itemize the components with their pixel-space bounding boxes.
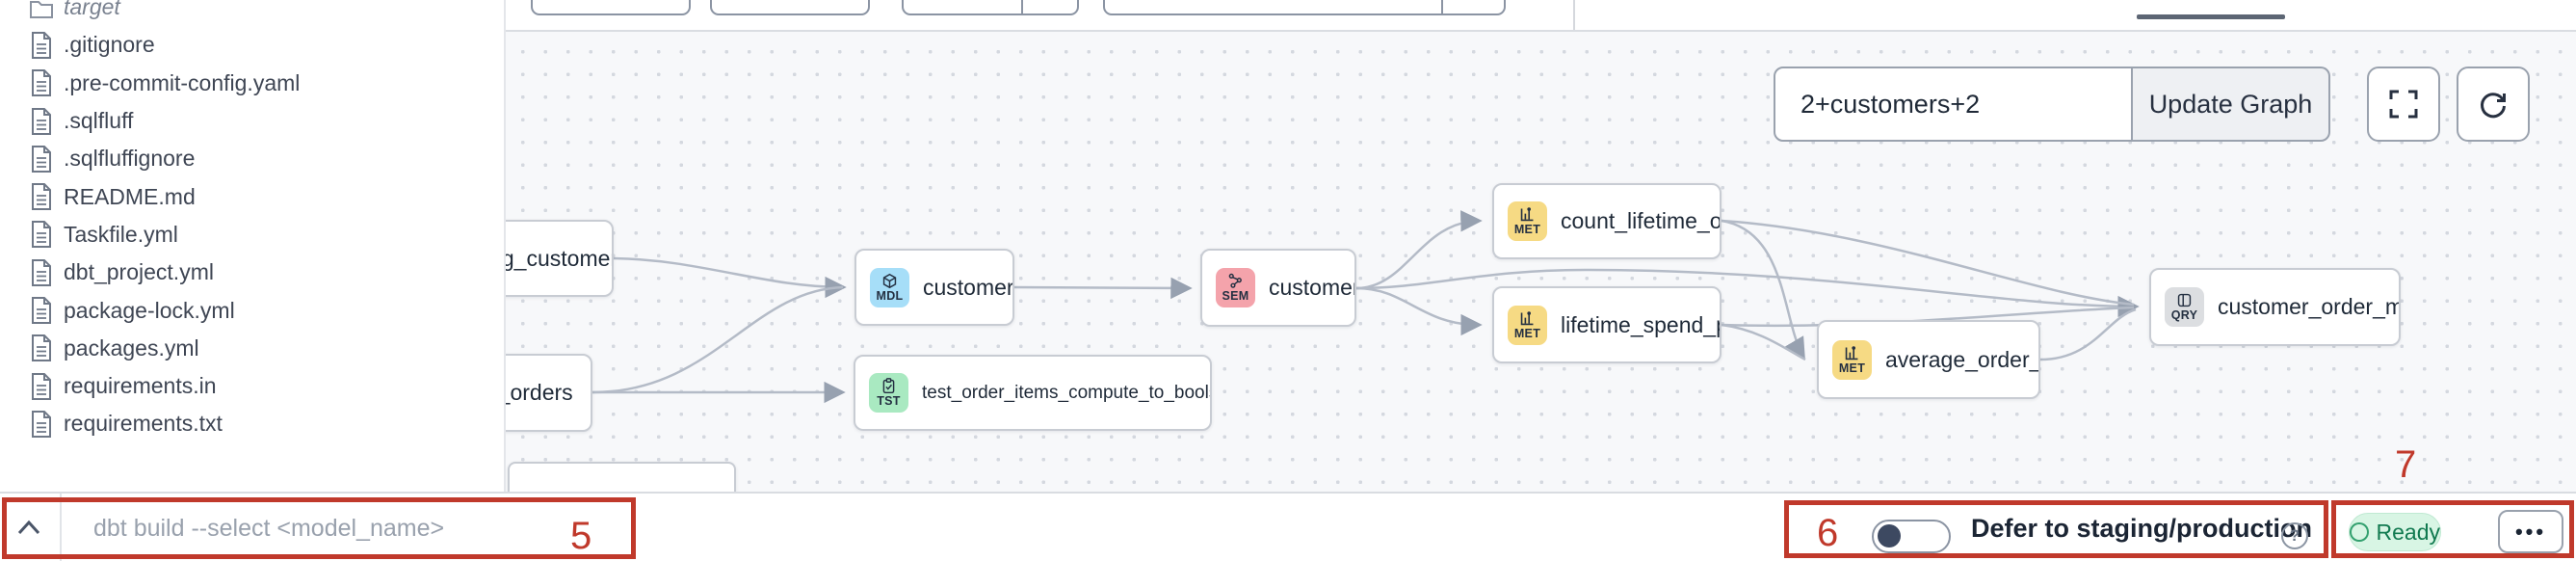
- toolbar-chip[interactable]: [531, 0, 691, 15]
- status-label: Ready: [2376, 519, 2440, 545]
- defer-label: Defer to staging/production: [1971, 513, 2312, 543]
- chip-divider: [1021, 0, 1023, 13]
- folder-item-target[interactable]: target: [0, 0, 504, 26]
- file-explorer-sidebar: target .gitignore .pre-commit-config.yam…: [0, 0, 506, 492]
- clipboard-check-icon: TST: [869, 373, 908, 413]
- defer-toggle[interactable]: [1872, 520, 1951, 553]
- file-icon: [32, 410, 51, 438]
- file-icon: [32, 334, 51, 362]
- bar-chart-icon: MET: [1508, 201, 1547, 241]
- edge-semantic-customer_order_metrics: [1355, 268, 2140, 318]
- edge-average_order_value-customer_order_metrics: [2039, 307, 2137, 361]
- file-icon: [32, 145, 51, 173]
- node-label: average_order_value: [1885, 346, 2040, 372]
- graph-node-customers[interactable]: MDL customers: [854, 249, 1014, 326]
- status-badge: Ready: [2349, 513, 2441, 551]
- fullscreen-icon: [2389, 90, 2418, 119]
- node-label: customer_order_metrics: [2218, 294, 2401, 319]
- cube-icon: MDL: [870, 267, 909, 307]
- toolbar-chip[interactable]: [1103, 0, 1506, 15]
- bar-chart-icon: MET: [1832, 339, 1872, 380]
- file-item[interactable]: dbt_project.yml: [0, 254, 504, 291]
- active-tab-indicator: [2137, 14, 2285, 19]
- edge-customers-semantic: [1013, 277, 1193, 300]
- file-icon: [32, 107, 51, 135]
- graph-node-count_lifetime_orders[interactable]: MET count_lifetime_orders: [1492, 183, 1722, 259]
- graph-node-partial[interactable]: [508, 462, 736, 492]
- node-label: stg_orders: [506, 380, 573, 405]
- file-item[interactable]: .sqlfluffignore: [0, 140, 504, 177]
- file-icon: [32, 258, 51, 286]
- toolbar-chip[interactable]: [710, 0, 870, 15]
- bar-chart-icon: MET: [1508, 305, 1547, 345]
- top-toolbar: [506, 0, 2576, 32]
- node-label: count_lifetime_orders: [1561, 208, 1722, 233]
- graph-node-customer_order_metrics[interactable]: QRY customer_order_metrics: [2149, 268, 2401, 346]
- branch-icon: SEM: [1216, 268, 1255, 307]
- node-label: lifetime_spend_pretax: [1561, 311, 1720, 337]
- edge-count_lifetime_orders-customer_order_metrics: [1721, 219, 2135, 307]
- file-icon: [32, 221, 51, 249]
- edge-count_lifetime_orders-average_order_value: [1721, 219, 1805, 361]
- file-icon: [32, 297, 51, 325]
- overflow-menu-button[interactable]: •••: [2498, 510, 2563, 553]
- file-item[interactable]: requirements.in: [0, 367, 504, 405]
- graph-node-stg_orders[interactable]: MDLstg_orders: [506, 354, 592, 432]
- file-icon: [32, 183, 51, 211]
- bottom-bar-divider: [60, 494, 62, 561]
- node-label: stg_customers: [506, 245, 612, 271]
- graph-node-test_order_items_compute_to_bools...[interactable]: TST test_order_items_compute_to_bools...: [854, 355, 1212, 431]
- edge-lifetime_spend_pretax-customer_order_metrics: [1721, 306, 2135, 328]
- file-item[interactable]: .sqlfluff: [0, 102, 504, 140]
- file-item[interactable]: .pre-commit-config.yaml: [0, 65, 504, 102]
- panel-divider: [1573, 0, 1575, 30]
- toolbar-chip[interactable]: [902, 0, 1079, 15]
- bottom-command-bar: dbt build --select <model_name> Defer to…: [0, 492, 2576, 561]
- edge-semantic-count_lifetime_orders: [1355, 210, 1483, 290]
- help-icon[interactable]: ?: [2281, 522, 2308, 549]
- refresh-icon: [2481, 93, 2506, 119]
- node-label: customers: [1269, 275, 1354, 300]
- refresh-graph-button[interactable]: [2457, 67, 2530, 142]
- file-item[interactable]: packages.yml: [0, 330, 504, 367]
- command-input[interactable]: dbt build --select <model_name>: [93, 514, 445, 542]
- graph-selector-input[interactable]: 2+customers+2: [1774, 67, 2133, 142]
- graph-edges: [591, 210, 2140, 404]
- node-label: customers: [923, 274, 1014, 300]
- graph-node-stg_customers[interactable]: MDLstg_customers: [506, 220, 614, 297]
- file-item[interactable]: Taskfile.yml: [0, 216, 504, 254]
- node-label: test_order_items_compute_to_bools...: [922, 382, 1212, 403]
- lineage-graph-canvas[interactable]: MDLstg_customersMDLstg_orders MDL customer…: [506, 32, 2576, 492]
- file-icon: [32, 372, 51, 400]
- query-icon: QRY: [2165, 287, 2204, 327]
- folder-label: target: [64, 0, 120, 20]
- graph-node-customers[interactable]: SEM customers: [1200, 249, 1356, 327]
- update-graph-button[interactable]: Update Graph: [2131, 67, 2330, 142]
- file-item[interactable]: package-lock.yml: [0, 291, 504, 329]
- graph-node-average_order_value[interactable]: MET average_order_value: [1817, 320, 2040, 399]
- edge-lifetime_spend_pretax-average_order_value: [1721, 323, 1806, 361]
- edge-semantic-lifetime_spend_pretax: [1355, 286, 1483, 336]
- file-icon: [32, 31, 51, 59]
- chevron-up-icon[interactable]: [12, 511, 46, 546]
- toggle-knob: [1878, 524, 1901, 548]
- graph-node-lifetime_spend_pretax[interactable]: MET lifetime_spend_pretax: [1492, 286, 1722, 363]
- file-item[interactable]: README.md: [0, 177, 504, 215]
- edge-stg_customers-customers: [613, 256, 847, 299]
- fullscreen-button[interactable]: [2367, 67, 2440, 142]
- status-ring-icon: [2350, 522, 2369, 542]
- file-list: target .gitignore .pre-commit-config.yam…: [0, 0, 504, 443]
- chip-divider: [1441, 0, 1443, 13]
- file-icon: [32, 69, 51, 97]
- file-item[interactable]: requirements.txt: [0, 405, 504, 442]
- file-item[interactable]: .gitignore: [0, 26, 504, 64]
- ellipsis-icon: •••: [2514, 519, 2547, 544]
- folder-icon: [30, 0, 53, 18]
- edge-stg_orders-customers: [591, 285, 844, 394]
